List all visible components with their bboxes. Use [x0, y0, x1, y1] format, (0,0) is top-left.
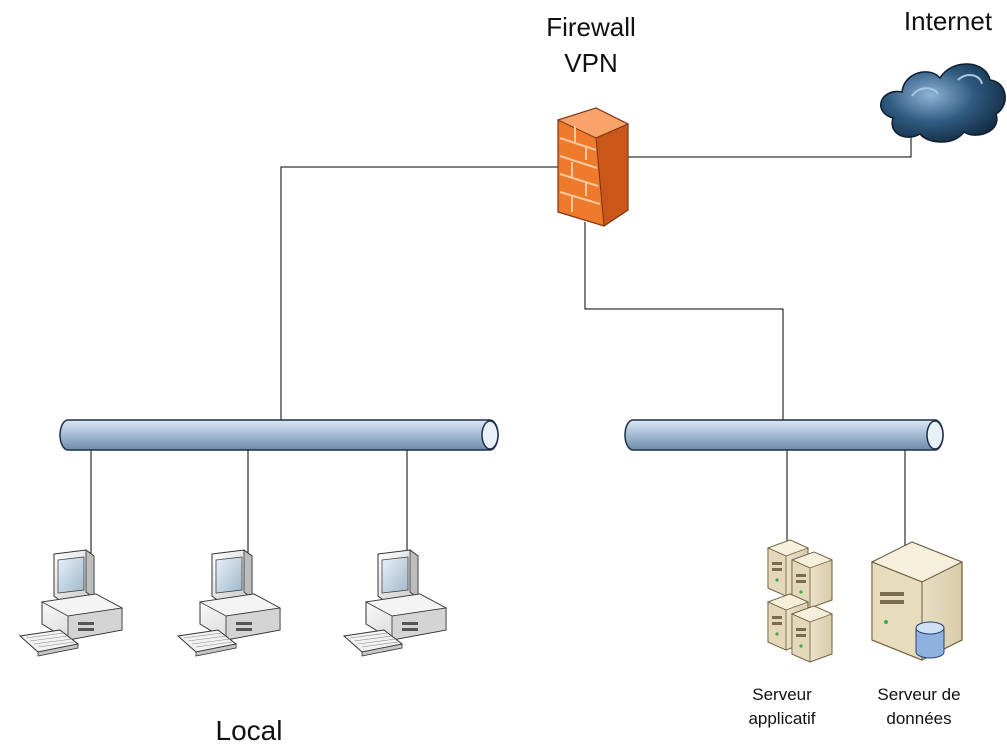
links	[90, 135, 912, 563]
app-server-label-line1: Serveur	[752, 685, 812, 704]
workstation-icon	[177, 549, 281, 657]
workstation-icon	[19, 549, 123, 657]
cloud-icon	[880, 63, 1006, 143]
data-server-label-line1: Serveur de	[877, 685, 960, 704]
server-stack-icon	[767, 539, 833, 663]
internet-label: Internet	[904, 6, 993, 36]
link-firewall-to-server-bus	[584, 222, 784, 420]
link-firewall-to-internet	[626, 135, 912, 158]
firewall-label-line1: Firewall	[546, 12, 636, 42]
workstation-icon	[343, 549, 447, 657]
firewall-icon	[556, 107, 630, 227]
local-label: Local	[216, 715, 283, 746]
firewall-label-line2: VPN	[564, 48, 617, 78]
server-bus	[624, 419, 944, 451]
local-bus	[59, 419, 499, 451]
data-server-label-line2: données	[886, 709, 951, 728]
app-server-label-line2: applicatif	[748, 709, 815, 728]
database-server-icon	[870, 541, 964, 661]
link-firewall-to-local-bus	[280, 166, 558, 420]
